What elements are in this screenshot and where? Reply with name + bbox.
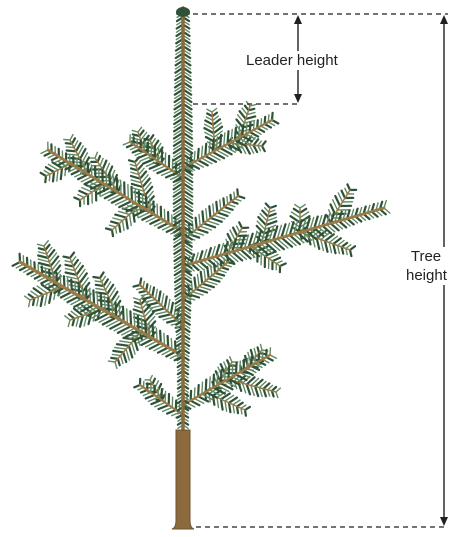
trunk-base [172, 430, 194, 529]
tree-trunk [172, 7, 194, 529]
arrowhead-down [294, 94, 302, 103]
tree-height-label: Tree height [406, 247, 446, 285]
side-shoot [25, 284, 61, 307]
branch-whorl [183, 102, 278, 172]
branch-whorl [182, 189, 244, 242]
leader-tip [176, 7, 190, 17]
arrowhead-up [440, 15, 448, 24]
side-shoot [205, 389, 250, 416]
arrowhead-up [294, 15, 302, 24]
side-shoot [41, 160, 70, 182]
main-branch [134, 379, 183, 418]
branch-whorl [183, 184, 390, 272]
leader-height-label: Leader height [244, 51, 340, 70]
tree-branches [13, 102, 390, 418]
branch-whorl [183, 344, 280, 415]
branch-whorl [134, 376, 183, 418]
tree-height-label-line1: Tree [406, 247, 446, 266]
arrowhead-down [440, 517, 448, 526]
main-branch [182, 189, 244, 242]
tree-height-label-line2: height [406, 266, 446, 285]
branch-whorl [13, 241, 183, 369]
